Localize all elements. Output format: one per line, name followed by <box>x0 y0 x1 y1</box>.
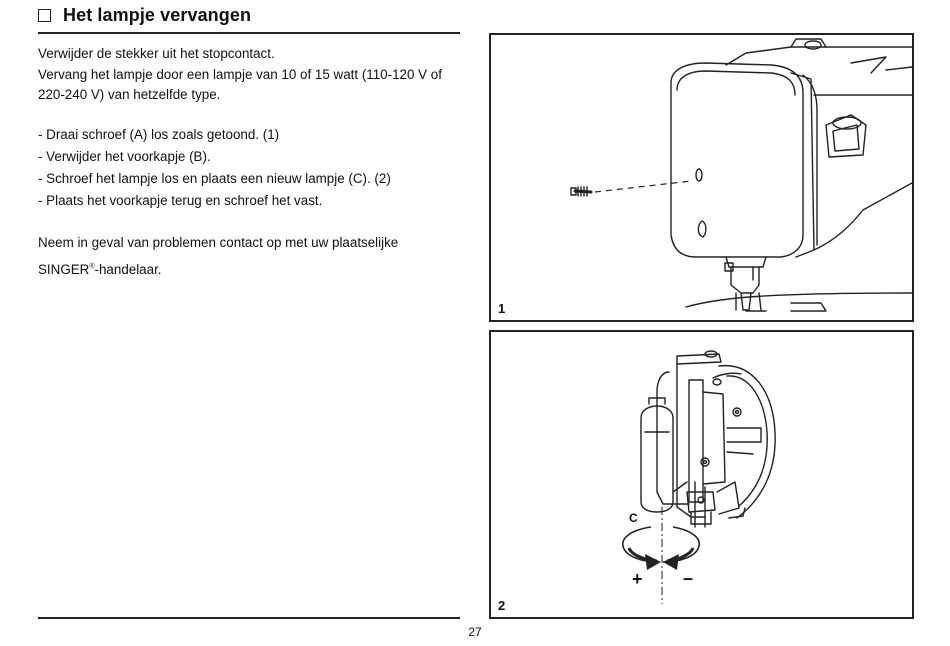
footer-divider <box>38 617 460 619</box>
figure-1: 1 <box>489 33 914 322</box>
page-title: Het lampje vervangen <box>63 5 252 25</box>
step-item: - Verwijder het voorkapje (B). <box>38 149 211 164</box>
section-header: Het lampje vervangen <box>38 5 251 26</box>
closing-paragraph: Neem in geval van problemen contact op m… <box>38 231 463 282</box>
sewing-machine-front-illustration <box>570 38 912 312</box>
step-item: - Draai schroef (A) los zoals getoond. (… <box>38 127 280 142</box>
steps-list: - Draai schroef (A) los zoals getoond. (… <box>38 124 463 212</box>
step-item: - Schroef het lampje los en plaats een n… <box>38 171 391 186</box>
closing-line: Neem in geval van problemen contact op m… <box>38 235 399 250</box>
title-divider <box>38 32 460 34</box>
registered-mark: ® <box>89 263 95 270</box>
page-number: 27 <box>468 625 482 639</box>
figure-number: 2 <box>498 598 506 613</box>
intro-line-2: Vervang het lampje door een lampje van 1… <box>38 67 442 102</box>
dealer-suffix: -handelaar. <box>94 262 162 277</box>
intro-line-1: Verwijder de stekker uit het stopcontact… <box>38 46 275 61</box>
minus-sign-label: – <box>683 568 693 588</box>
instructions-text: Verwijder de stekker uit het stopcontact… <box>38 44 463 282</box>
figure-number: 1 <box>498 301 506 316</box>
plus-sign-label: + <box>632 569 643 589</box>
lamp-label-c: C <box>629 511 638 525</box>
brand-name: SINGER <box>38 262 90 277</box>
lamp-replacement-illustration: C + – <box>622 350 776 604</box>
figure-2: C + – 2 <box>489 330 914 619</box>
checkbox-icon <box>38 9 51 22</box>
step-item: - Plaats het voorkapje terug en schroef … <box>38 193 323 208</box>
